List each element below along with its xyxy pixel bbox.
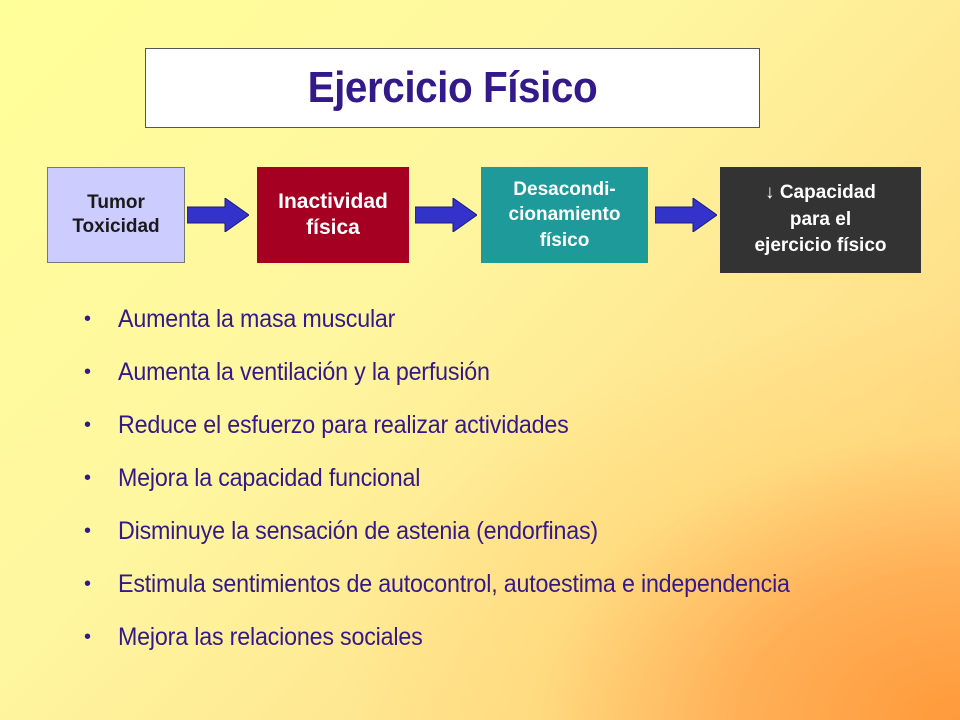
bullet-icon: • [84,361,91,383]
bullet-icon: • [84,414,91,436]
list-item: •Aumenta la masa muscular [84,305,396,333]
bullet-icon: • [84,308,91,330]
flow-box-tumor-toxicidad: Tumor Toxicidad [47,167,185,263]
list-item: •Estimula sentimientos de autocontrol, a… [84,570,790,598]
list-item: •Aumenta la ventilación y la perfusión [84,358,490,386]
bullet-icon: • [84,573,91,595]
page-title: Ejercicio Físico [307,63,598,112]
list-item: •Mejora la capacidad funcional [84,464,421,492]
flow-arrow-3-icon [655,198,717,232]
list-item: •Mejora las relaciones sociales [84,623,423,651]
bullet-icon: • [84,520,91,542]
list-item: •Disminuye la sensación de astenia (endo… [84,517,598,545]
flow-arrow-1-icon [187,198,249,232]
title-box: Ejercicio Físico [145,48,760,128]
flow-arrow-2-icon [415,198,477,232]
flow-box-capacidad: ↓ Capacidad para el ejercicio físico [720,167,921,273]
bullet-icon: • [84,626,91,648]
list-item: •Reduce el esfuerzo para realizar activi… [84,411,569,439]
flow-box-desacondicionamiento: Desacondi- cionamiento físico [481,167,648,263]
bullet-icon: • [84,467,91,489]
benefits-list: •Aumenta la masa muscular •Aumenta la ve… [82,293,840,664]
flow-box-inactividad: Inactividad física [257,167,409,263]
